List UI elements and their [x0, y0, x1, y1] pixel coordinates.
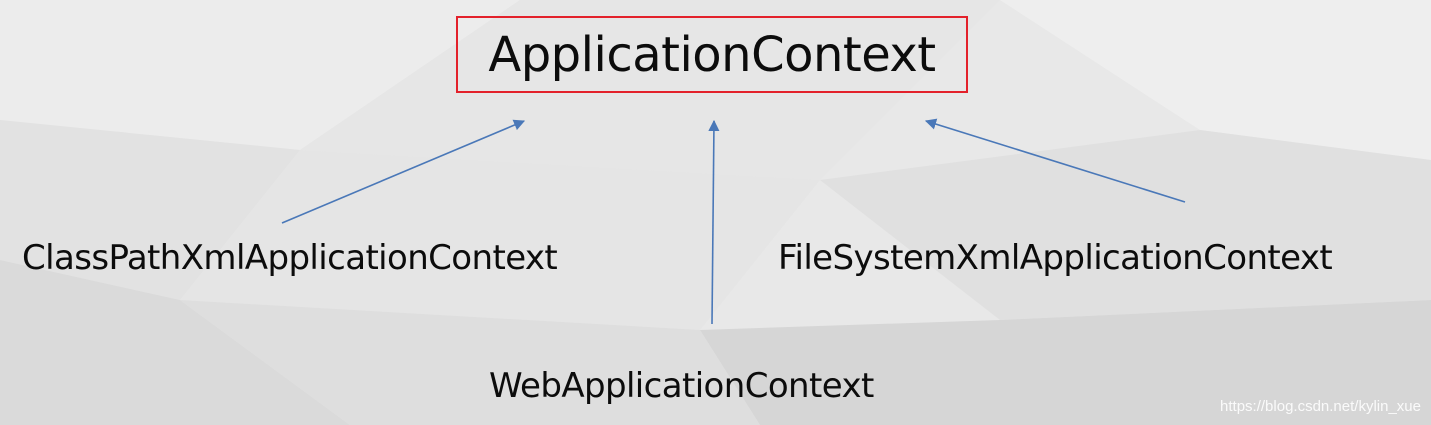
child-node-classpath: ClassPathXmlApplicationContext: [22, 238, 558, 278]
root-node-box: ApplicationContext: [456, 16, 968, 93]
child-node-filesystem: FileSystemXmlApplicationContext: [778, 238, 1333, 278]
root-node-label: ApplicationContext: [488, 26, 936, 83]
child-node-web: WebApplicationContext: [489, 366, 874, 406]
watermark: https://blog.csdn.net/kylin_xue: [1220, 398, 1421, 415]
